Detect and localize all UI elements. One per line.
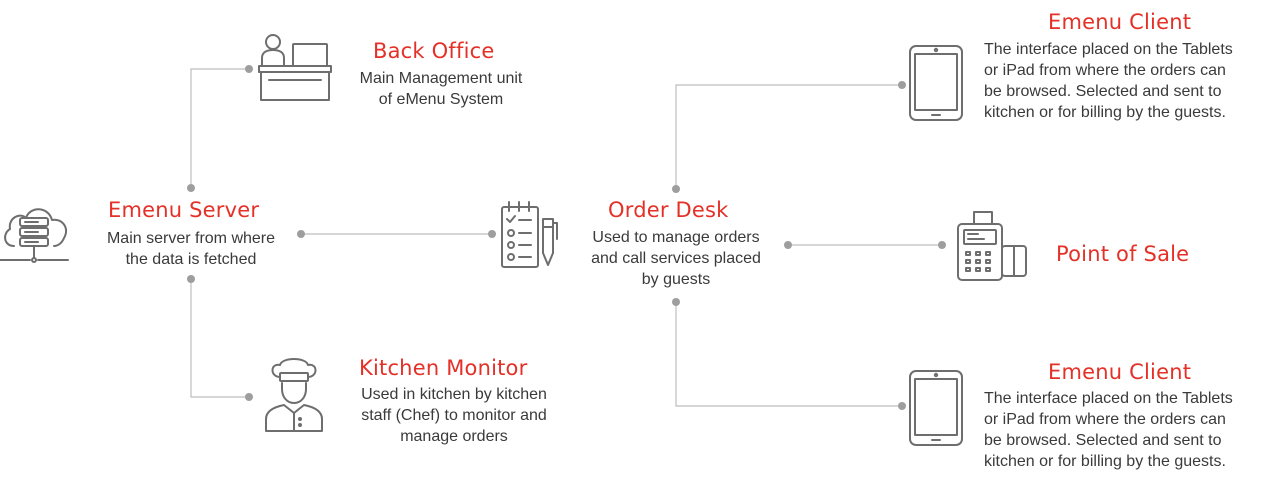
emenu-client-bottom-description: The interface placed on the Tablets or i… [984,388,1274,472]
description-line: be browsed. Selected and sent to [984,83,1222,100]
description-line: manage orders [400,428,508,445]
connector-dot [297,230,305,238]
connector-server-kitchen [190,279,249,398]
description-line: Main Management unit [359,70,523,87]
description-line: be browsed. Selected and sent to [984,432,1222,449]
connector-dot [784,241,792,249]
description-line: of eMenu System [378,91,504,108]
emenu-client-top-title: Emenu Client [1048,10,1192,34]
connector-dot [898,81,906,89]
connector-dot [672,298,680,306]
connector-dot [187,184,195,192]
description-line: The interface placed on the Tablets [984,41,1233,58]
description-line: Used to manage orders [592,229,760,246]
connector-dot [245,393,253,401]
description-line: kitchen or for billing by the guests. [984,453,1226,470]
kitchen-monitor-title: Kitchen Monitor [359,356,528,380]
description-line: Used in kitchen by kitchen [361,386,547,403]
description-line: or iPad from where the orders can [984,62,1226,79]
connector-dot [245,65,253,73]
description-line: and call services placed [591,250,761,267]
connector-dot [938,241,946,249]
order-list-icon [499,199,561,275]
connector-dot [672,185,680,193]
description-line: or iPad from where the orders can [984,411,1226,428]
order-desk-description: Used to manage orders and call services … [566,227,786,290]
connector-dot [187,275,195,283]
connector-dot [488,230,496,238]
emenu-client-top-description: The interface placed on the Tablets or i… [984,39,1274,123]
connector-order-desk-client-bottom [675,302,902,407]
office-desk-icon [257,30,333,104]
description-line: The interface placed on the Tablets [984,390,1233,407]
description-line: kitchen or for billing by the guests. [984,104,1226,121]
description-line: staff (Chef) to monitor and [361,407,547,424]
pos-terminal-icon [954,210,1030,282]
description-line: by guests [641,271,711,288]
connector-order-desk-client-top [675,84,902,189]
emenu-server-description: Main server from where the data is fetch… [86,228,296,270]
description-line: the data is fetched [125,251,257,268]
back-office-description: Main Management unit of eMenu System [336,68,546,110]
cloud-server-icon [0,196,72,268]
kitchen-monitor-description: Used in kitchen by kitchen staff (Chef) … [336,384,572,447]
tablet-icon [909,45,963,121]
order-desk-title: Order Desk [608,198,729,222]
emenu-client-bottom-title: Emenu Client [1048,360,1192,384]
back-office-title: Back Office [373,39,495,63]
emenu-server-title: Emenu Server [108,198,260,222]
description-line: Main server from where [106,230,276,247]
connector-dot [898,402,906,410]
point-of-sale-title: Point of Sale [1056,242,1190,266]
tablet-icon [909,370,963,446]
connector-server-back-office [190,68,249,188]
chef-icon [262,355,326,435]
